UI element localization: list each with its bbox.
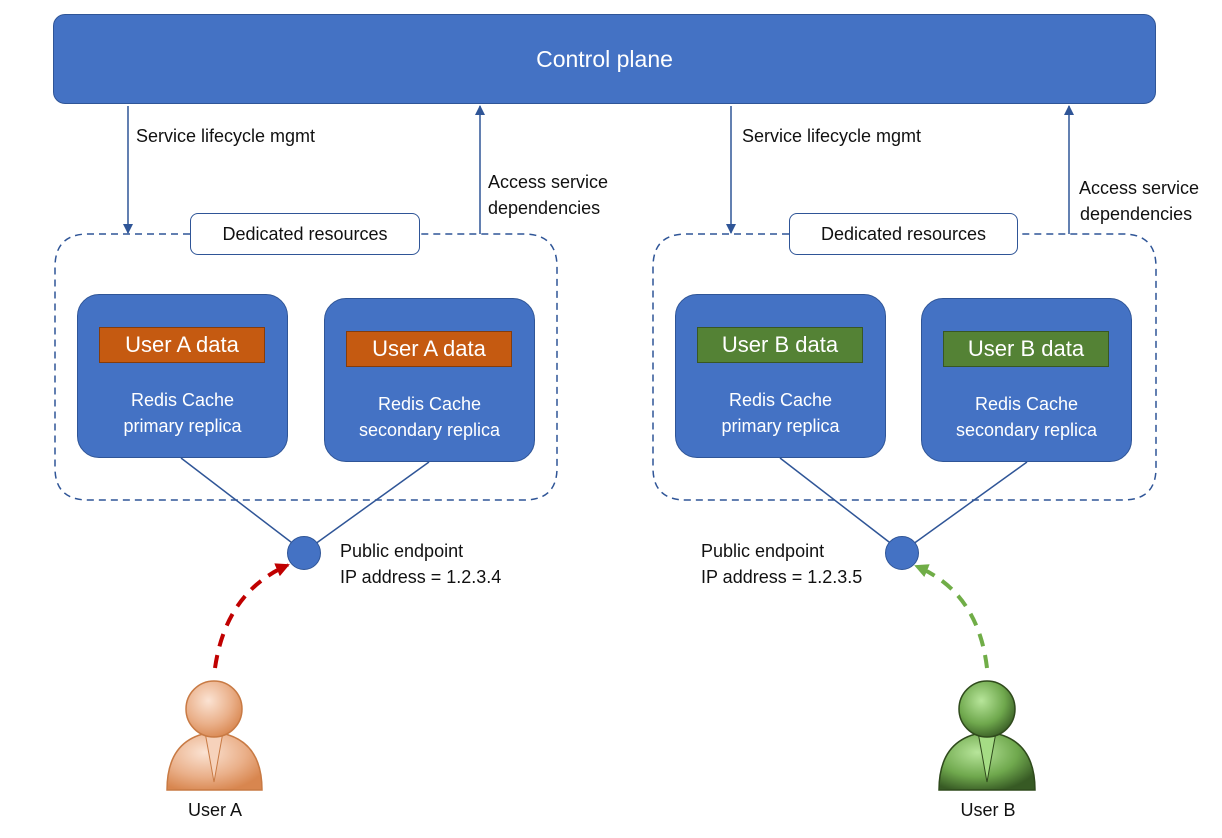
lifecycle-label-a: Service lifecycle mgmt: [136, 126, 316, 146]
redis-primary-a-text: Redis Cache primary replica: [78, 387, 287, 439]
user-a-access-arrow: [213, 563, 290, 669]
redis-primary-a-line2: primary replica: [123, 416, 242, 436]
user-a-label: User A: [187, 800, 243, 820]
redis-primary-replica-a: User A data Redis Cache primary replica: [77, 294, 288, 458]
endpoint-a-label: Public endpoint IP address = 1.2.3.4: [340, 538, 501, 590]
endpoint-b-label: Public endpoint IP address = 1.2.3.5: [701, 538, 862, 590]
user-b-access-arrow: [914, 564, 989, 669]
redis-secondary-a-line2: secondary replica: [358, 420, 501, 440]
link-primary-b: [779, 457, 903, 553]
redis-primary-b-line2: primary replica: [721, 416, 840, 436]
dedicated-region-b-outline: [652, 233, 1157, 501]
lifecycle-label-b: Service lifecycle mgmt: [742, 126, 922, 146]
public-endpoint-b: [885, 536, 919, 570]
public-endpoint-a: [287, 536, 321, 570]
dependencies-label-a-line1: Access service: [488, 172, 609, 192]
endpoint-b-line1: Public endpoint: [701, 541, 825, 561]
user-a-data-tag-primary: User A data: [99, 327, 265, 363]
redis-secondary-a-text: Redis Cache secondary replica: [325, 391, 534, 443]
dedicated-resources-a-label: Dedicated resources: [222, 223, 388, 244]
redis-secondary-b-text: Redis Cache secondary replica: [922, 391, 1131, 443]
user-a-person-icon: [166, 680, 263, 791]
user-b-data-tag-secondary: User B data: [943, 331, 1109, 367]
redis-primary-replica-b: User B data Redis Cache primary replica: [675, 294, 886, 458]
redis-secondary-a-line1: Redis Cache: [377, 394, 482, 414]
dependencies-label-b-line1: Access service: [1079, 178, 1200, 198]
user-b-label: User B: [960, 800, 1016, 820]
dependencies-label-a-line2: dependencies: [488, 198, 601, 218]
endpoint-a-line1: Public endpoint: [340, 541, 464, 561]
redis-secondary-b-line2: secondary replica: [955, 420, 1098, 440]
dependencies-label-b-line2: dependencies: [1080, 204, 1193, 224]
redis-primary-a-line1: Redis Cache: [130, 390, 235, 410]
link-secondary-a: [303, 461, 430, 553]
redis-secondary-replica-b: User B data Redis Cache secondary replic…: [921, 298, 1132, 462]
control-plane: Control plane: [53, 14, 1156, 104]
dedicated-resources-a: Dedicated resources: [190, 213, 420, 255]
link-secondary-b: [901, 461, 1028, 553]
endpoint-a-line2: IP address = 1.2.3.4: [340, 567, 502, 587]
link-primary-a: [180, 457, 305, 553]
redis-primary-b-text: Redis Cache primary replica: [676, 387, 885, 439]
dedicated-resources-b: Dedicated resources: [789, 213, 1018, 255]
user-a-data-tag-secondary: User A data: [346, 331, 512, 367]
redis-secondary-replica-a: User A data Redis Cache secondary replic…: [324, 298, 535, 462]
control-plane-label: Control plane: [536, 45, 673, 72]
redis-secondary-b-line1: Redis Cache: [974, 394, 1079, 414]
user-b-person-icon: [938, 680, 1036, 791]
dedicated-resources-b-label: Dedicated resources: [820, 223, 987, 244]
user-b-data-tag-primary: User B data: [697, 327, 863, 363]
dedicated-region-a-outline: [54, 233, 558, 501]
redis-primary-b-line1: Redis Cache: [728, 390, 833, 410]
endpoint-b-line2: IP address = 1.2.3.5: [701, 567, 863, 587]
